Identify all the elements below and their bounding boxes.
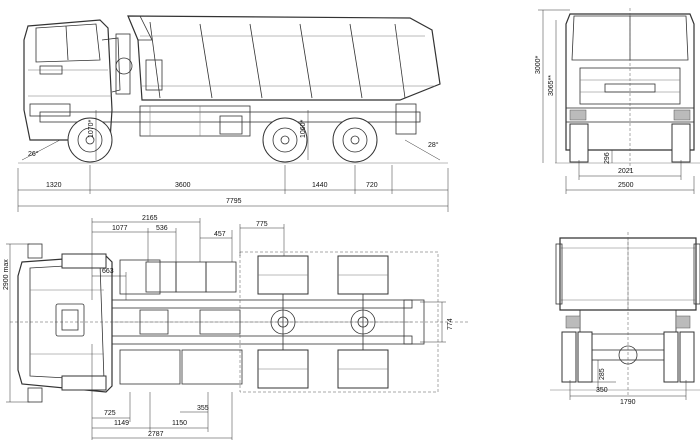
dim-wheelbase: 3600: [175, 182, 191, 189]
dim-width-max: 2900 max: [3, 259, 10, 290]
dim-height-front: 1070*: [88, 119, 95, 138]
dim-clearance: 296: [604, 152, 611, 164]
dim-725: 725: [104, 410, 116, 417]
dim-height-body: 3000*: [535, 55, 542, 74]
side-wheels: [67, 117, 378, 163]
dump-body: [127, 15, 441, 101]
side-cab: [23, 19, 121, 141]
dim-height-body-alt: 3065**: [548, 75, 555, 96]
dim-774: 774: [447, 318, 454, 330]
dim-track: 2021: [618, 168, 634, 175]
dim-1150: 1150: [172, 420, 187, 427]
dim-350: 350: [596, 387, 608, 394]
dim-457: 457: [214, 231, 226, 238]
dim-rear-overhang: 720: [366, 182, 378, 189]
angle-front-label: 26°: [28, 150, 39, 158]
dim-height-rear: 1060*: [300, 119, 307, 138]
dim-front-overhang: 1320: [46, 182, 62, 189]
dim-663: 663: [102, 268, 114, 275]
dim-1149: 1149: [114, 420, 129, 427]
dim-width: 2500: [618, 182, 634, 189]
front-view: 3000* 3065** 296 2021 2500: [535, 8, 700, 194]
top-view: 2900 max 2165 1077 536 457 775 663 774 7…: [3, 215, 470, 440]
angle-rear-label: 28°: [428, 141, 439, 149]
dim-2787: 2787: [148, 431, 164, 438]
dim-775: 775: [256, 221, 268, 228]
dim-285: 285: [599, 368, 606, 380]
dim-1790: 1790: [620, 399, 636, 406]
dim-1077: 1077: [112, 225, 128, 232]
dim-355: 355: [197, 405, 209, 412]
dim-total-length: 7795: [226, 198, 242, 205]
rear-view: 285 350 1790: [550, 232, 700, 406]
dim-536: 536: [156, 225, 168, 232]
dim-rear-axles: 1440: [312, 182, 328, 189]
side-view: 1070* 1060* 26° 28° 1320 3600 1440 720 7…: [17, 15, 449, 212]
dim-2165: 2165: [142, 215, 158, 222]
